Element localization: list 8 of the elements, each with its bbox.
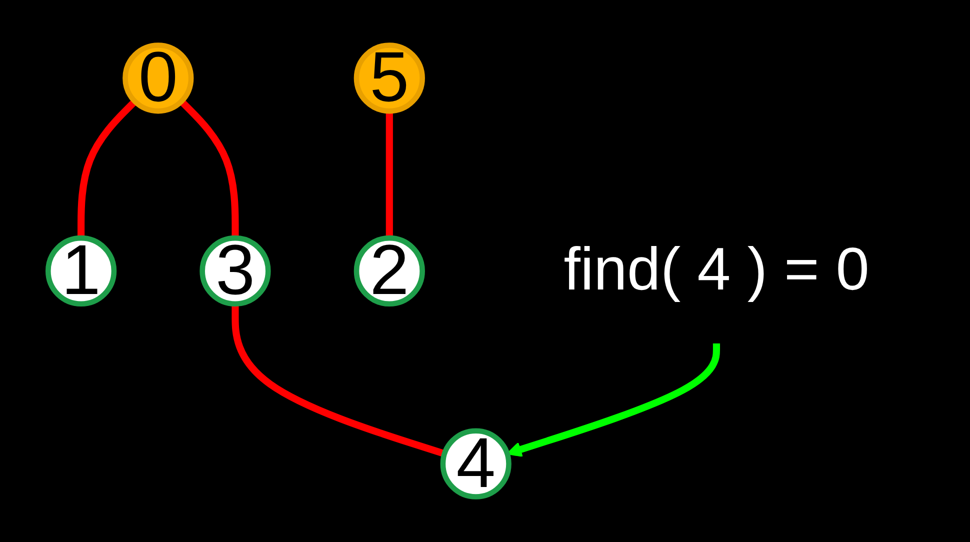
node-circle: 0: [122, 42, 194, 114]
node-circle: 2: [354, 235, 425, 307]
arrow: [506, 342, 720, 457]
node-circle: 1: [45, 235, 116, 307]
node-circle: 5: [354, 42, 425, 114]
node-circle: 4: [440, 428, 512, 500]
node-text: find( 4 ) = 0: [563, 236, 870, 304]
node-circle: 3: [199, 235, 271, 307]
